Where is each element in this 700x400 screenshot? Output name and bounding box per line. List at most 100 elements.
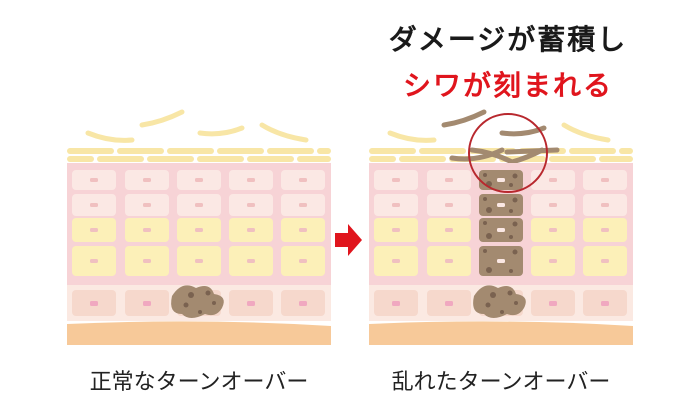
cell-nucleus <box>247 228 255 232</box>
cell-nucleus <box>445 203 453 207</box>
shedding-flake <box>85 130 135 143</box>
melanin-dot <box>507 290 513 296</box>
melanin-dot <box>500 310 504 314</box>
cell-nucleus <box>90 203 98 207</box>
stratum-corneum-strip <box>67 148 114 154</box>
stratum-corneum-strip <box>419 148 466 154</box>
normal-skin-panel <box>67 109 331 345</box>
cell-nucleus <box>195 228 203 232</box>
stratum-corneum-strip <box>67 156 94 162</box>
pigment-dot <box>512 197 518 203</box>
stratum-corneum-strip <box>569 148 616 154</box>
dermis <box>67 321 331 345</box>
headline-line1: ダメージが蓄積し <box>388 23 628 56</box>
pigment-dot <box>512 221 518 227</box>
stratum-corneum-strip <box>217 148 264 154</box>
cell-nucleus <box>247 259 255 263</box>
pigment-dot <box>512 173 518 179</box>
pigment-dot <box>483 221 487 225</box>
cell-nucleus <box>143 259 151 263</box>
shedding-flake <box>197 125 245 137</box>
cell-nucleus <box>90 301 98 306</box>
pigment-dot <box>509 183 513 187</box>
cell-nucleus <box>601 178 609 182</box>
cell-nucleus <box>445 228 453 232</box>
cell-nucleus <box>247 301 255 306</box>
cell-nucleus <box>195 203 203 207</box>
headline-line2: シワが刻まれる <box>402 69 613 102</box>
stratum-corneum-strip <box>297 156 331 162</box>
cell-nucleus <box>392 178 400 182</box>
cell-nucleus <box>299 203 307 207</box>
shedding-flake <box>139 109 185 128</box>
cell-nucleus <box>143 228 151 232</box>
cell-nucleus <box>549 301 557 306</box>
stratum-corneum-strip <box>117 148 164 154</box>
melanin-dot <box>514 301 518 305</box>
cell-nucleus <box>392 203 400 207</box>
cell-nucleus <box>497 178 505 182</box>
cell-nucleus <box>549 228 557 232</box>
cell-nucleus <box>497 203 505 207</box>
shedding-flake <box>499 125 547 137</box>
cell-nucleus <box>90 259 98 263</box>
damaged-strip <box>504 147 560 155</box>
cell-nucleus <box>90 228 98 232</box>
stratum-corneum-strip <box>267 148 314 154</box>
pigment-dot <box>509 269 513 273</box>
cell-nucleus <box>195 259 203 263</box>
cell-nucleus <box>299 178 307 182</box>
melanocyte <box>473 285 526 318</box>
pigment-dot <box>509 209 513 213</box>
melanin-dot <box>188 292 194 298</box>
pigment-dot <box>512 249 518 255</box>
cell-nucleus <box>143 301 151 306</box>
cell-nucleus <box>143 203 151 207</box>
stratum-corneum-strip <box>619 148 633 154</box>
stratum-corneum-strip <box>369 156 396 162</box>
stratum-corneum-strip <box>317 148 331 154</box>
cell-nucleus <box>601 301 609 306</box>
cell-nucleus <box>445 259 453 263</box>
pigment-dot <box>483 249 487 253</box>
cell-nucleus <box>247 203 255 207</box>
cell-nucleus <box>195 178 203 182</box>
melanocyte <box>171 285 224 318</box>
cell-nucleus <box>549 203 557 207</box>
stratum-corneum-strip <box>167 148 214 154</box>
stratum-corneum-strip <box>549 156 596 162</box>
caption-normal: 正常なターンオーバー <box>89 370 309 395</box>
damaged-strip <box>469 147 545 165</box>
stratum-corneum-strip <box>247 156 294 162</box>
cell-nucleus <box>549 259 557 263</box>
cell-nucleus <box>601 259 609 263</box>
shedding-flake <box>259 122 309 143</box>
shedding-flake <box>561 122 611 143</box>
cell-nucleus <box>601 228 609 232</box>
damaged-strip <box>449 147 505 162</box>
pigment-dot <box>483 197 487 201</box>
dermis <box>369 321 633 345</box>
pigment-dot <box>486 267 492 273</box>
stratum-corneum-strip <box>369 148 416 154</box>
melanin-dot <box>485 302 491 308</box>
cell-nucleus <box>247 178 255 182</box>
pigment-dot <box>486 207 492 213</box>
melanin-dot <box>183 302 189 308</box>
cell-nucleus <box>445 301 453 306</box>
cell-nucleus <box>497 228 505 232</box>
cell-nucleus <box>392 301 400 306</box>
stratum-corneum-strip <box>197 156 244 162</box>
caption-disrupted: 乱れたターンオーバー <box>391 370 611 395</box>
stratum-corneum-strip <box>97 156 144 162</box>
wrinkle-highlight-circle <box>468 113 548 193</box>
cell-nucleus <box>299 301 307 306</box>
pigment-dot <box>509 235 513 239</box>
cell-nucleus <box>90 178 98 182</box>
cell-nucleus <box>497 259 505 263</box>
shedding-flake <box>387 130 437 143</box>
melanin-dot <box>205 290 211 296</box>
cell-nucleus <box>143 178 151 182</box>
arrow-right-icon <box>335 224 362 256</box>
